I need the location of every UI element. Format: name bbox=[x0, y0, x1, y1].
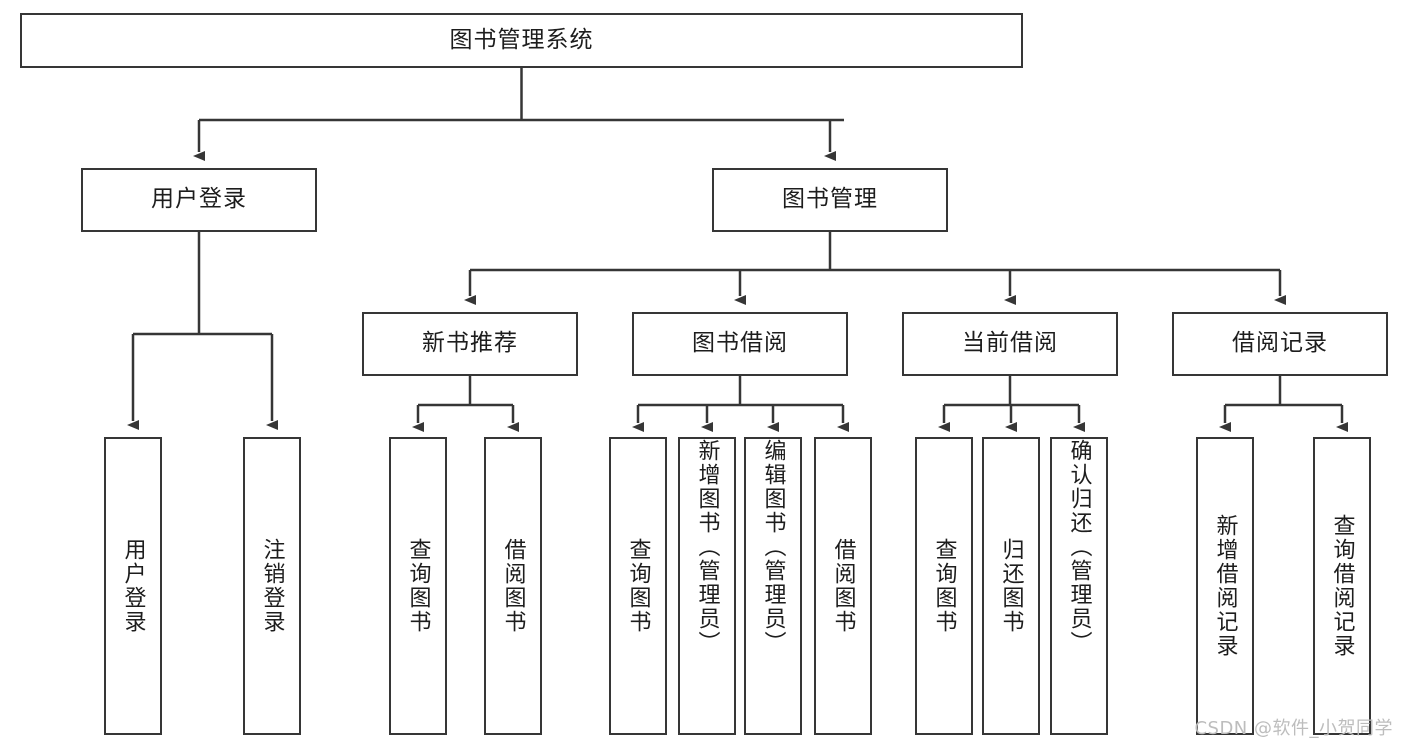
edge-root-stem bbox=[193, 68, 844, 161]
node-label: 查询图书 bbox=[931, 538, 957, 634]
edge-book-management-branch bbox=[464, 232, 1286, 305]
node-book-management[interactable]: 图书管理 bbox=[712, 168, 948, 232]
node-label: 新书推荐 bbox=[422, 330, 518, 357]
node-label: 用户登录 bbox=[120, 538, 146, 634]
node-leaf-add-book-admin[interactable]: 新增图书（管理员） bbox=[678, 437, 736, 735]
node-label: 编辑图书（管理员） bbox=[760, 439, 786, 655]
node-label: 借阅图书 bbox=[500, 538, 526, 634]
edge-borrow-record-branch bbox=[1219, 376, 1348, 432]
node-user-login[interactable]: 用户登录 bbox=[81, 168, 317, 232]
node-label: 图书管理 bbox=[782, 186, 878, 213]
node-label: 当前借阅 bbox=[962, 330, 1058, 357]
node-label: 查询图书 bbox=[625, 538, 651, 634]
node-label: 图书借阅 bbox=[692, 330, 788, 357]
node-label: 注销登录 bbox=[259, 538, 285, 634]
node-book-management-system[interactable]: 图书管理系统 bbox=[20, 13, 1023, 68]
node-leaf-query-book-3[interactable]: 查询图书 bbox=[915, 437, 973, 735]
edge-current-borrow-branch bbox=[938, 376, 1085, 432]
node-leaf-return-book[interactable]: 归还图书 bbox=[982, 437, 1040, 735]
node-leaf-logout-login[interactable]: 注销登录 bbox=[243, 437, 301, 735]
node-label: 新增借阅记录 bbox=[1212, 514, 1238, 658]
node-new-book-recommend[interactable]: 新书推荐 bbox=[362, 312, 578, 376]
node-label: 查询图书 bbox=[405, 538, 431, 634]
node-label: 图书管理系统 bbox=[449, 26, 594, 53]
node-leaf-edit-book-admin[interactable]: 编辑图书（管理员） bbox=[744, 437, 802, 735]
node-book-borrow[interactable]: 图书借阅 bbox=[632, 312, 848, 376]
node-borrow-record[interactable]: 借阅记录 bbox=[1172, 312, 1388, 376]
node-label: 查询借阅记录 bbox=[1329, 514, 1355, 658]
node-leaf-borrow-book-1[interactable]: 借阅图书 bbox=[484, 437, 542, 735]
edge-user-login-branch bbox=[127, 232, 278, 430]
node-leaf-confirm-return-admin[interactable]: 确认归还（管理员） bbox=[1050, 437, 1108, 735]
node-label: 用户登录 bbox=[151, 186, 247, 213]
node-leaf-add-borrow-record[interactable]: 新增借阅记录 bbox=[1196, 437, 1254, 735]
csdn-watermark: CSDN @软件_小贺同学 bbox=[1194, 718, 1393, 739]
node-current-borrow[interactable]: 当前借阅 bbox=[902, 312, 1118, 376]
node-leaf-borrow-book-2[interactable]: 借阅图书 bbox=[814, 437, 872, 735]
node-leaf-query-borrow-record[interactable]: 查询借阅记录 bbox=[1313, 437, 1371, 735]
node-leaf-query-book-1[interactable]: 查询图书 bbox=[389, 437, 447, 735]
node-label: 确认归还（管理员） bbox=[1066, 439, 1092, 655]
node-leaf-user-login[interactable]: 用户登录 bbox=[104, 437, 162, 735]
node-label: 归还图书 bbox=[998, 538, 1024, 634]
node-leaf-query-book-2[interactable]: 查询图书 bbox=[609, 437, 667, 735]
edge-new-book-branch bbox=[412, 376, 519, 432]
node-label: 新增图书（管理员） bbox=[694, 439, 720, 655]
node-label: 借阅记录 bbox=[1232, 330, 1328, 357]
edge-book-borrow-branch bbox=[632, 376, 849, 432]
node-label: 借阅图书 bbox=[830, 538, 856, 634]
